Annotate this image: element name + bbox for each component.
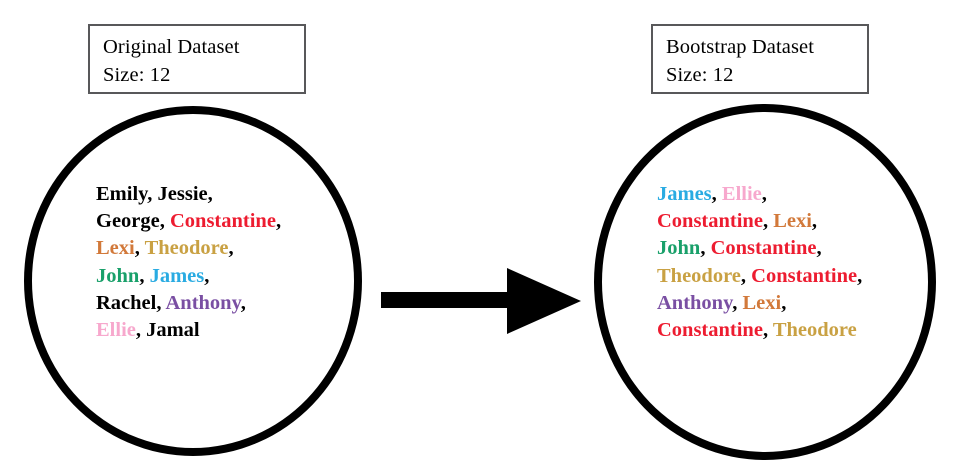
- original-dataset-title: Original Dataset: [103, 36, 240, 58]
- name-token: Theodore: [144, 237, 229, 260]
- name-row: Theodore, Constantine,: [657, 263, 862, 290]
- name-token: Emily: [96, 183, 148, 205]
- name-separator: ,: [700, 237, 711, 260]
- name-separator: ,: [275, 210, 282, 233]
- name-row: Rachel, Anthony,: [96, 290, 281, 317]
- name-row: Constantine, Lexi,: [657, 208, 862, 235]
- name-row: John, Constantine,: [657, 235, 862, 262]
- name-token: Constantine: [751, 264, 858, 287]
- name-token: Theodore: [657, 264, 741, 287]
- name-token: Lexi: [773, 210, 812, 233]
- name-separator: ,: [240, 291, 246, 314]
- name-token: Constantine: [710, 237, 817, 260]
- name-row: Constantine, Theodore: [657, 317, 862, 344]
- name-token: Anthony: [657, 291, 733, 314]
- name-token: Jessie: [157, 183, 208, 205]
- name-token: James: [149, 264, 205, 287]
- name-row: Lexi, Theodore,: [96, 235, 281, 262]
- original-dataset-size: Size: 12: [103, 64, 171, 86]
- name-token: Lexi: [96, 237, 135, 260]
- name-token: Ellie: [721, 183, 762, 205]
- name-separator: ,: [762, 210, 774, 233]
- name-token: John: [657, 237, 701, 260]
- name-row: George, Constantine,: [96, 208, 281, 235]
- name-separator: ,: [857, 264, 863, 287]
- name-separator: ,: [732, 291, 743, 314]
- resampling-arrow-icon: [381, 268, 581, 334]
- name-token: Constantine: [657, 210, 763, 233]
- name-row: James, Ellie,: [657, 181, 862, 208]
- name-separator: ,: [139, 264, 150, 287]
- name-separator: ,: [135, 319, 147, 342]
- name-separator: ,: [762, 319, 773, 342]
- name-separator: ,: [711, 183, 722, 205]
- name-token: Rachel: [96, 291, 157, 314]
- name-separator: ,: [156, 291, 166, 314]
- name-token: Theodore: [772, 319, 857, 342]
- name-separator: ,: [761, 183, 767, 205]
- name-separator: ,: [816, 237, 822, 260]
- name-separator: ,: [228, 237, 234, 260]
- name-row: Emily, Jessie,: [96, 181, 281, 208]
- name-row: John, James,: [96, 263, 281, 290]
- bootstrap-dataset-title: Bootstrap Dataset: [666, 36, 815, 58]
- bootstrap-dataset-label-box: Bootstrap Dataset Size: 12: [651, 24, 869, 94]
- name-token: George: [96, 210, 160, 233]
- bootstrap-dataset-name-list: James, Ellie, Constantine, Lexi, John, C…: [657, 181, 862, 344]
- name-separator: ,: [147, 183, 158, 205]
- name-token: John: [96, 264, 140, 287]
- name-token: Constantine: [657, 319, 763, 342]
- name-token: Ellie: [96, 319, 136, 342]
- name-token: Lexi: [742, 291, 782, 314]
- name-row: Anthony, Lexi,: [657, 290, 862, 317]
- name-token: James: [657, 183, 712, 205]
- original-dataset-label-box: Original Dataset Size: 12: [88, 24, 306, 94]
- name-separator: ,: [781, 291, 787, 314]
- name-separator: ,: [159, 210, 170, 233]
- name-separator: ,: [740, 264, 752, 287]
- name-separator: ,: [134, 237, 145, 260]
- original-dataset-circle: [24, 106, 362, 456]
- name-row: Ellie, Jamal: [96, 317, 281, 344]
- name-token: Jamal: [146, 319, 200, 342]
- name-separator: ,: [811, 210, 818, 233]
- name-separator: ,: [204, 264, 210, 287]
- original-dataset-name-list: Emily, Jessie, George, Constantine, Lexi…: [96, 181, 281, 344]
- bootstrap-dataset-circle: [594, 104, 936, 460]
- name-token: Anthony: [165, 291, 241, 314]
- name-token: Constantine: [170, 210, 276, 233]
- name-separator: ,: [207, 183, 213, 205]
- bootstrap-dataset-size: Size: 12: [666, 64, 734, 86]
